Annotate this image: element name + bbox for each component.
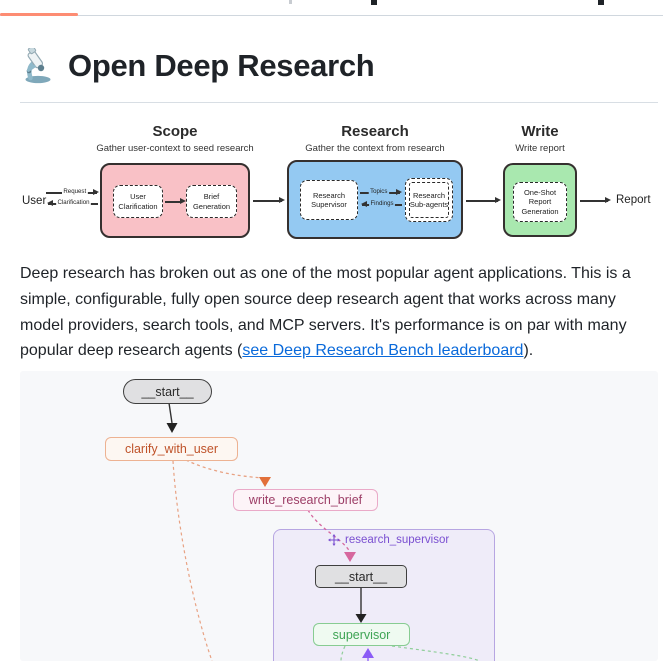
scope-inner-arrowhead	[180, 197, 186, 204]
supervisor-node: supervisor	[313, 623, 410, 646]
stage-subtitle-write: Write report	[515, 143, 565, 154]
research-subagents-node: Research Sub-agents	[405, 178, 453, 222]
microscope-icon	[20, 48, 56, 84]
stage-subtitle-scope: Gather user-context to seed research	[96, 143, 254, 154]
clarification-arrowhead	[47, 199, 53, 206]
research-to-write-edge	[466, 200, 498, 202]
findings-arrowhead	[361, 200, 367, 207]
pipeline-diagram: Scope Gather user-context to seed resear…	[20, 115, 658, 250]
cropped-glyph-remnant	[289, 0, 292, 4]
intro-text-after-link: ).	[523, 342, 534, 360]
clarify-with-user-node: clarify_with_user	[105, 437, 238, 461]
scope-inner-edge	[165, 201, 182, 203]
findings-edge-label: Findings	[369, 199, 395, 207]
tabbar-divider	[0, 15, 663, 16]
page-title-row: Open Deep Research	[20, 48, 658, 84]
page-title: Open Deep Research	[68, 48, 375, 83]
research-to-write-arrowhead	[495, 196, 501, 203]
user-label: User	[22, 195, 47, 207]
title-divider	[20, 102, 658, 103]
scope-to-research-arrowhead	[279, 196, 285, 203]
user-clarification-node: User Clarification	[113, 185, 163, 218]
write-research-brief-node: write_research_brief	[233, 489, 378, 511]
cropped-glyph-remnant	[371, 0, 377, 5]
intro-text-before-link: Deep research has broken out as one of t…	[20, 265, 631, 360]
scope-to-research-edge	[253, 200, 282, 202]
stage-title-scope: Scope	[152, 123, 198, 140]
langgraph-flowchart: __start__ clarify_with_user write_resear…	[20, 371, 658, 661]
stage-title-research: Research	[341, 123, 409, 140]
topics-arrowhead	[396, 188, 402, 195]
clarification-edge-label: Clarification	[56, 198, 91, 206]
subgraph-start-node: __start__	[315, 565, 407, 588]
cropped-glyph-remnant	[598, 0, 604, 5]
stage-subtitle-research: Gather the context from research	[305, 143, 445, 154]
intro-paragraph: Deep research has broken out as one of t…	[20, 261, 654, 364]
request-arrowhead	[93, 188, 99, 195]
report-label: Report	[616, 194, 651, 206]
write-to-report-arrowhead	[605, 196, 611, 203]
write-to-report-edge	[580, 200, 608, 202]
move-icon	[328, 534, 340, 546]
subgraph-label: research_supervisor	[345, 534, 450, 546]
stage-title-write: Write	[521, 123, 559, 140]
leaderboard-link[interactable]: see Deep Research Bench leaderboard	[242, 342, 524, 360]
research-supervisor-node: Research Supervisor	[300, 180, 358, 220]
active-tab-indicator	[0, 13, 78, 16]
topics-edge-label: Topics	[368, 187, 389, 195]
request-edge-label: Request	[62, 187, 88, 195]
subgraph-label-row: research_supervisor	[328, 534, 449, 546]
brief-generation-node: Brief Generation	[186, 185, 237, 218]
graph-start-node: __start__	[123, 379, 212, 404]
one-shot-report-node: One-Shot Report Generation	[513, 182, 567, 222]
